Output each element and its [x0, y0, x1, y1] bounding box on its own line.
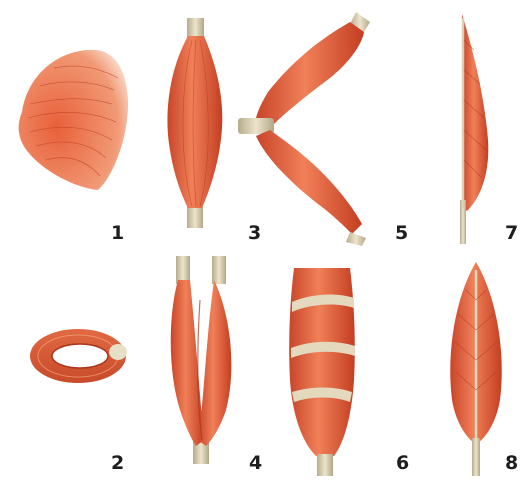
fusiform-muscle — [167, 18, 222, 228]
figure-label-5: 5 — [395, 222, 408, 244]
figure-label-1: 1 — [111, 222, 124, 244]
digastric-muscle — [238, 12, 370, 246]
bicipital-muscle — [171, 256, 232, 464]
figure-label-2: 2 — [111, 452, 124, 474]
figure-label-7: 7 — [505, 222, 518, 244]
bipennate-muscle — [450, 262, 501, 476]
circular-muscle — [30, 329, 127, 383]
figure-label-6: 6 — [396, 452, 409, 474]
figure-label-8: 8 — [505, 452, 518, 474]
figure-label-3: 3 — [248, 222, 261, 244]
figure-label-4: 4 — [249, 452, 262, 474]
unipennate-muscle — [460, 14, 488, 244]
convergent-muscle — [19, 50, 128, 190]
multibelly-muscle — [289, 268, 355, 476]
